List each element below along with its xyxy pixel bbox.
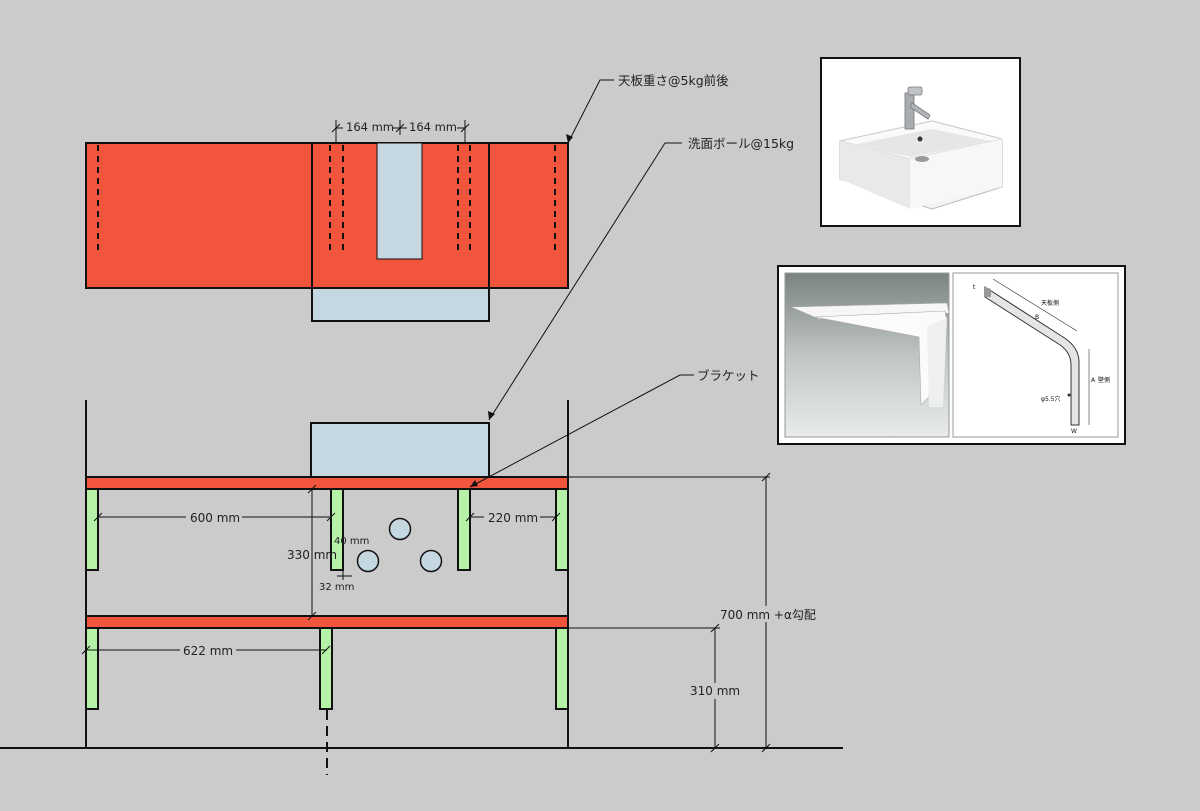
countertop-plan-left xyxy=(85,142,313,289)
bracket-upper-4 xyxy=(555,488,569,571)
pipe-right xyxy=(419,549,443,573)
bracket-upper-3 xyxy=(457,488,471,571)
drawing-label-hole: φ5.5穴 xyxy=(1041,395,1061,403)
note-bracket: ブラケット xyxy=(697,368,760,383)
drawing-label-a: A xyxy=(1091,377,1096,384)
bracket-upper-1 xyxy=(85,488,99,571)
dim-220: 220 mm xyxy=(488,511,538,525)
dim-310: 310 mm xyxy=(690,684,740,698)
basin-elevation xyxy=(310,422,490,478)
bracket-upper-2 xyxy=(330,488,344,571)
lower-shelf-elevation xyxy=(85,615,569,629)
bracket-photo xyxy=(784,272,950,438)
dim-164-left: 164 mm xyxy=(346,120,394,134)
drawing-label-w: W xyxy=(1071,428,1077,435)
bracket-lower-3 xyxy=(555,627,569,710)
bracket-lower-1 xyxy=(85,627,99,710)
countertop-elevation xyxy=(85,476,569,490)
dim-622: 622 mm xyxy=(183,644,233,658)
drawing-label-b: B xyxy=(1035,314,1039,321)
countertop-plan-right xyxy=(488,142,569,289)
dim-164-right: 164 mm xyxy=(409,120,457,134)
leader-lines xyxy=(469,79,694,488)
elevation-dimension-lines xyxy=(81,472,771,753)
drawing-label-wall-side: 壁側 xyxy=(1098,376,1110,384)
basin-plan-cutout xyxy=(376,142,423,260)
basin-plan-overhang xyxy=(311,287,490,322)
drawing-label-top-side: 天板側 xyxy=(1041,299,1059,307)
plan-view: 164 mm 164 mm xyxy=(85,119,569,322)
basin-photo xyxy=(820,57,1021,227)
dim-32: 32 mm xyxy=(319,582,354,593)
dim-330: 330 mm xyxy=(287,548,337,562)
bracket-lower-2 xyxy=(319,627,333,710)
bracket-hidden-lines xyxy=(97,145,556,255)
note-countertop-weight: 天板重さ@5kg前後 xyxy=(618,73,729,88)
dim-40: 40 mm xyxy=(334,536,369,547)
bracket-reference-panel: 天板側 B A 壁側 φ5.5穴 W t xyxy=(777,265,1126,445)
dim-700: 700 mm +α勾配 xyxy=(720,608,816,622)
basin-faucet-image xyxy=(839,86,1003,210)
bracket-images: 天板側 B A 壁側 φ5.5穴 W t xyxy=(784,272,1119,438)
elevation-view: 600 mm 220 mm 330 mm 40 mm 32 mm 622 mm … xyxy=(0,400,843,775)
pipe-top xyxy=(388,517,412,541)
pipe-left xyxy=(356,549,380,573)
bracket-technical-drawing: 天板側 B A 壁側 φ5.5穴 W t xyxy=(952,272,1119,438)
note-basin-weight: 洗面ボール@15kg xyxy=(688,136,794,151)
dim-600: 600 mm xyxy=(190,511,240,525)
drawing-label-t: t xyxy=(973,284,976,291)
